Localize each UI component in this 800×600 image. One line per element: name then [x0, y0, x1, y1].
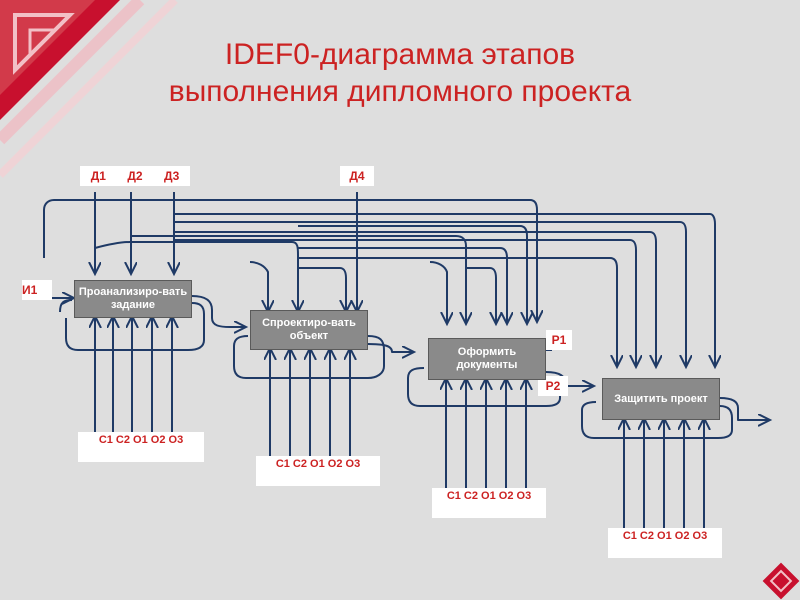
corner-logo-icon [0, 0, 178, 178]
block-analyze-task: Проанализиро-вать задание [74, 280, 192, 318]
block-defend-project: Защитить проект [602, 378, 720, 420]
input-labels-group: Д1 Д2 Д3 [80, 166, 190, 186]
output-label-r1: Р1 [546, 330, 572, 350]
input-label-d2: Д2 [127, 169, 143, 183]
input-label-d1: Д1 [90, 169, 106, 183]
mechanism-label-3: С1 С2 О1 О2 О3 [432, 488, 546, 518]
block-prepare-documents: Оформить документы [428, 338, 546, 380]
input-label-d4: Д4 [340, 166, 374, 186]
title-line-1: IDEF0-диаграмма этапов [224, 38, 576, 71]
block-design-object: Спроектиро-вать объект [250, 310, 368, 350]
slide-title: IDEF0-диаграмма этапов выполнения диплом… [100, 36, 700, 110]
mechanism-label-2: С1 С2 О1 О2 О3 [256, 456, 380, 486]
input-label-d3: Д3 [164, 169, 180, 183]
output-label-r2: Р2 [538, 376, 568, 396]
input-label-i1: И1 [22, 280, 52, 300]
title-line-2: выполнения дипломного проекта [168, 75, 632, 108]
mechanism-label-4: С1 С2 О1 О2 О3 [608, 528, 722, 558]
mechanism-label-1: С1 С2 О1 О2 О3 [78, 432, 204, 462]
bottom-logo-icon [762, 562, 800, 600]
